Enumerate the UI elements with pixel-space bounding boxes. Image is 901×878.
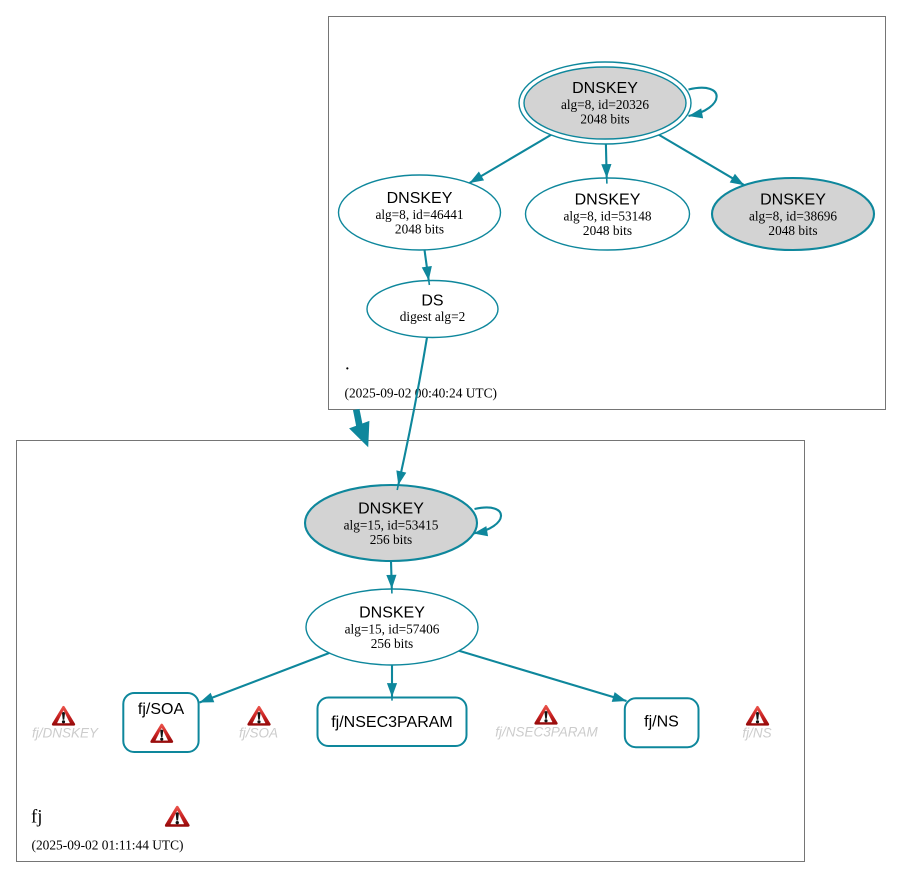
edge-zsk57406-ns [458, 649, 627, 703]
edge-ksk20326-zsk46441 [468, 133, 552, 184]
node-rrset-fj-soa-shape [122, 692, 200, 753]
zone-box-root [328, 16, 886, 410]
node-dnskey-53415-shape [303, 483, 479, 563]
warning-icon-fj-nsec3param-error [534, 704, 558, 725]
node-rrset-fj-ns: fj/NS [623, 697, 700, 749]
error-fj-dnskey: fj/DNSKEY [32, 705, 99, 741]
node-dnskey-20326-detail1: alg=8, id=20326 [561, 97, 649, 112]
node-ds-detail1: digest alg=2 [400, 309, 465, 324]
node-ds: DS digest alg=2 [366, 279, 499, 339]
edge-zone-root-fj-head [349, 420, 370, 448]
edge-stubs [391, 178, 608, 701]
node-dnskey-53148-shape [524, 177, 691, 251]
node-dnskey-57406: DNSKEY alg=15, id=57406 256 bits [305, 588, 479, 666]
warning-icon-fj-dnskey [51, 705, 76, 726]
error-fj-ns-label: fj/NS [742, 726, 771, 741]
edge-ksk53415-zsk57406 [386, 560, 397, 589]
zone-name-fj: fj [31, 807, 42, 828]
node-dnskey-20326-detail2: 2048 bits [580, 112, 629, 127]
error-fj-soa: fj/SOA [239, 705, 278, 741]
edge-ksk20326-ksk38696 [658, 133, 745, 187]
warning-icon-fj-soa-error [247, 705, 271, 726]
node-dnskey-46441-shape [337, 174, 502, 251]
node-dnskey-53415-detail1: alg=15, id=53415 [344, 518, 439, 533]
node-dnskey-53415: DNSKEY alg=15, id=53415 256 bits [303, 483, 479, 563]
node-dnskey-20326: DNSKEY alg=8, id=20326 2048 bits [518, 61, 692, 145]
node-dnskey-38696-detail1: alg=8, id=38696 [749, 209, 837, 224]
edge-zone-root-fj-tail [352, 408, 363, 428]
node-ds-title: DS [421, 293, 443, 310]
node-dnskey-53148: DNSKEY alg=8, id=53148 2048 bits [524, 177, 691, 251]
node-dnskey-46441-detail2: 2048 bits [395, 222, 444, 237]
error-fj-dnskey-label: fj/DNSKEY [32, 726, 99, 741]
node-rrset-fj-nsec3param: fj/NSEC3PARAM [316, 696, 468, 747]
edge-zsk46441-ds [421, 249, 432, 281]
node-rrset-fj-soa-label: fj/SOA [138, 701, 185, 718]
edge-ksk53415-selfloop [473, 506, 503, 537]
node-rrset-fj-ns-shape [623, 697, 700, 749]
node-dnskey-38696-title: DNSKEY [760, 192, 826, 209]
node-rrset-fj-ns-label: fj/NS [644, 714, 679, 731]
node-dnskey-38696: DNSKEY alg=8, id=38696 2048 bits [710, 176, 876, 252]
node-dnskey-57406-detail2: 256 bits [371, 636, 413, 651]
zone-name-root: . [345, 354, 350, 375]
node-rrset-fj-nsec3param-label: fj/NSEC3PARAM [331, 714, 453, 731]
error-fj-nsec3param-label: fj/NSEC3PARAM [495, 725, 598, 740]
node-dnskey-53148-detail2: 2048 bits [583, 223, 632, 238]
zone-timestamp-root: (2025-09-02 00:40:24 UTC) [345, 386, 498, 401]
node-dnskey-46441-title: DNSKEY [387, 190, 453, 207]
zone-box-fj [16, 440, 805, 862]
error-fj-ns: fj/NS [742, 705, 772, 741]
edge-ksk20326-selfloop [688, 86, 718, 119]
node-rrset-fj-soa: fj/SOA [122, 692, 200, 753]
warning-icon-zone-fj [164, 805, 190, 827]
edge-ksk20326-zsk53148 [601, 143, 612, 179]
node-dnskey-20326-title: DNSKEY [572, 80, 638, 97]
node-ds-shape [366, 279, 499, 339]
node-dnskey-53415-detail2: 256 bits [370, 532, 412, 547]
edge-zsk57406-soa [199, 652, 330, 704]
node-dnskey-20326-shape [523, 66, 687, 140]
edge-stub-ds [428, 280, 431, 286]
node-dnskey-57406-title: DNSKEY [359, 605, 425, 622]
node-dnskey-53148-title: DNSKEY [575, 192, 641, 209]
error-fj-nsec3param: fj/NSEC3PARAM [495, 704, 599, 740]
node-dnskey-53415-title: DNSKEY [358, 501, 424, 518]
edge-zone-root-fj [349, 408, 370, 448]
edge-stub-ksk53415 [396, 485, 399, 491]
warning-icon-fj-ns-error [745, 705, 770, 726]
node-dnskey-46441: DNSKEY alg=8, id=46441 2048 bits [337, 174, 502, 251]
node-dnskey-38696-shape [710, 176, 876, 252]
node-dnskey-38696-detail2: 2048 bits [768, 223, 817, 238]
node-dnskey-57406-detail1: alg=15, id=57406 [345, 622, 440, 637]
error-fj-soa-label: fj/SOA [239, 726, 278, 741]
edge-ds-ksk53415 [396, 337, 429, 486]
node-dnskey-46441-detail1: alg=8, id=46441 [375, 207, 463, 222]
node-dnskey-53148-detail1: alg=8, id=53148 [563, 209, 651, 224]
zone-timestamp-fj: (2025-09-02 01:11:44 UTC) [32, 838, 184, 853]
